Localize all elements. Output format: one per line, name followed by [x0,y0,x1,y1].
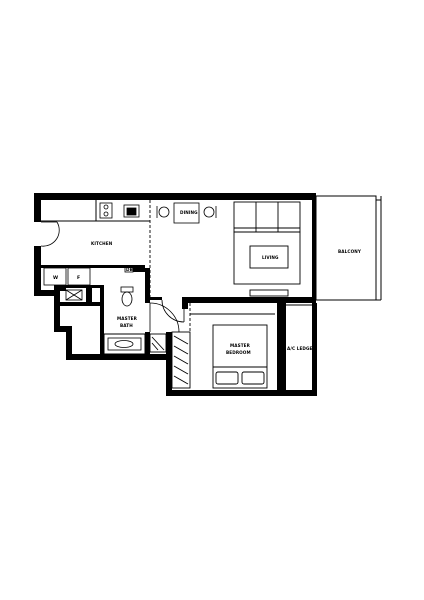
dining-table [173,202,200,224]
master-bedroom-label-line1: MASTER [230,343,251,348]
fridge-label: F [77,275,80,281]
pillow-left [215,371,239,385]
washer-box [43,267,67,286]
living-label: LIVING [262,255,279,260]
master-bath-label-line2: BATH [120,323,133,328]
entry-door-swing [40,221,60,247]
tv-console [249,289,289,297]
shower-icon [65,289,83,301]
dining-set [156,202,217,224]
bath-fixtures [65,286,142,351]
thin-lines [41,195,382,355]
living-set [233,201,301,297]
walls [34,193,317,396]
sink-icon [123,204,140,218]
basin-icon [107,337,142,351]
sofa-icon [233,201,301,233]
kitchen-label: KITCHEN [91,241,113,246]
dashed-lines [149,200,191,332]
washer-label: W [53,275,58,281]
fridge-box [67,267,91,286]
dining-label: DINING [180,210,198,215]
dining-chair-right [203,206,215,218]
hob-icon [99,202,113,219]
coffee-table [249,245,289,269]
pillow-right [241,371,265,385]
toilet-tank [120,286,134,293]
db-label: DB [126,267,133,272]
ac-ledge-label: A/C LEDGE [287,346,313,351]
db-box [124,265,134,273]
bedroom-door-swing [161,299,185,323]
bath-door-swing [149,302,180,333]
doors [40,221,185,333]
balcony-label: BALCONY [338,249,362,254]
bedroom-set [149,324,268,389]
wardrobe-icon [171,331,191,389]
toilet-icon [121,291,133,307]
rug-icon [233,231,301,285]
master-bedroom-label-line2: BEDROOM [226,350,251,355]
master-bath-label-line1: MASTER [117,316,138,321]
dining-chair-left [158,206,170,218]
labels: KITCHEN DINING LIVING BALCONY MASTER BAT… [53,210,362,355]
kitchen-fixtures [43,202,140,286]
bed-icon [212,324,268,389]
